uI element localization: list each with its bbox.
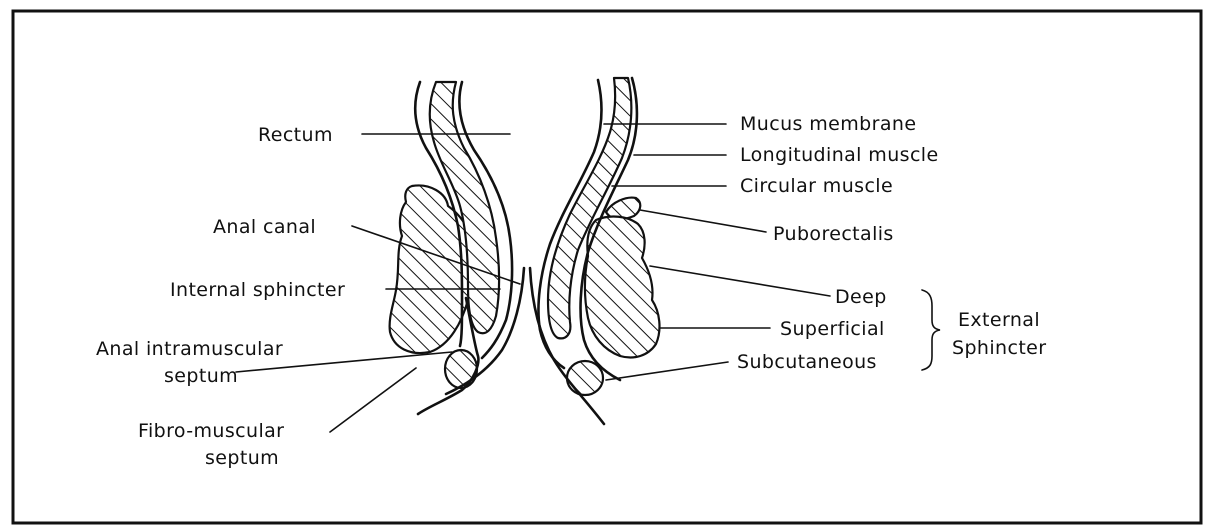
label-anal-canal: Anal canal [213, 216, 316, 238]
left-subcutaneous-sphincter [445, 350, 477, 388]
label-subcutaneous: Subcutaneous [737, 351, 877, 373]
label-circular-muscle: Circular muscle [740, 175, 893, 197]
label-external-1: External [958, 309, 1040, 331]
label-external-2: Sphincter [952, 337, 1046, 359]
label-anal-intramuscular-septum-1: Anal intramuscular [96, 338, 283, 360]
label-fibro-muscular-septum-2: septum [205, 447, 279, 469]
label-internal-sphincter: Internal sphincter [170, 279, 345, 301]
label-fibro-muscular-septum-1: Fibro-muscular [138, 420, 284, 442]
label-longitudinal-muscle: Longitudinal muscle [740, 144, 939, 166]
right-subcutaneous-sphincter [567, 361, 603, 395]
label-rectum: Rectum [258, 124, 333, 146]
label-superficial: Superficial [780, 318, 885, 340]
label-deep: Deep [835, 286, 887, 308]
label-anal-intramuscular-septum-2: septum [164, 365, 238, 387]
label-mucus-membrane: Mucus membrane [740, 113, 916, 135]
label-puborectalis: Puborectalis [773, 223, 894, 245]
